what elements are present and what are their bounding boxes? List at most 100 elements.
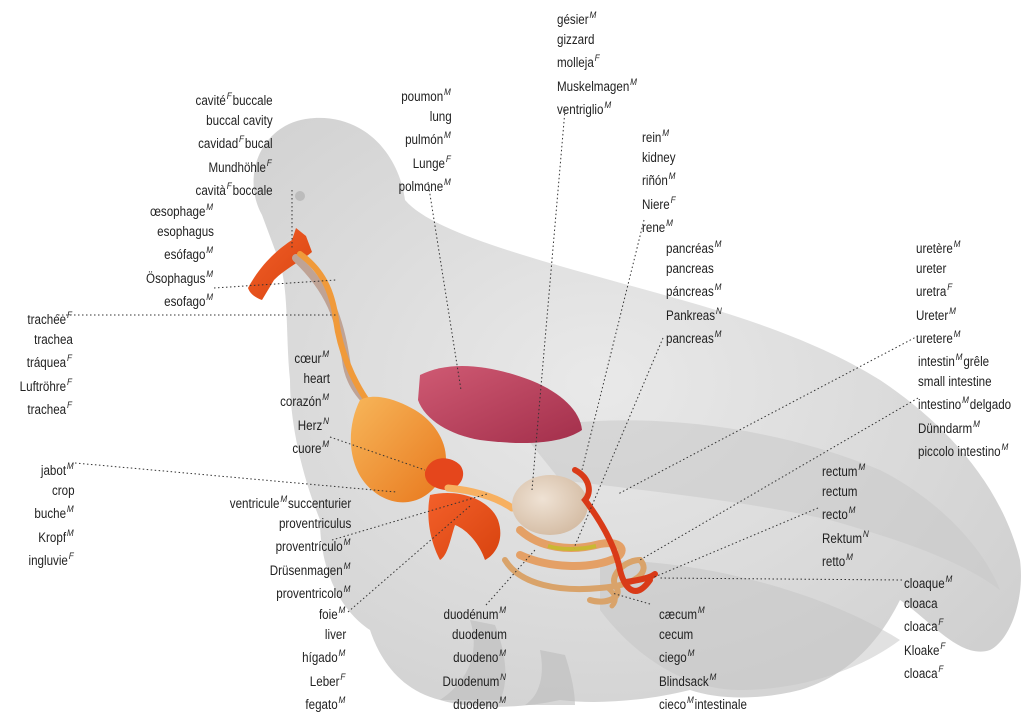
term-word: cloaca	[904, 619, 938, 634]
gender-marker: N	[323, 416, 329, 427]
gender-marker: F	[340, 672, 345, 683]
term-word: lung	[430, 109, 452, 124]
term-word: cloaca	[904, 666, 938, 681]
label-line: liver	[302, 625, 346, 645]
label-line: LungeF	[399, 150, 452, 174]
label-line: polmoneM	[399, 173, 452, 197]
label-line: cloacaF	[904, 660, 953, 684]
label-line: pancréasM	[666, 235, 723, 259]
label-line: duodenoM	[443, 691, 507, 715]
label-line: esofagoM	[146, 288, 214, 312]
term-word: Drüsenmagen	[270, 563, 343, 578]
term-word: esofago	[164, 294, 205, 309]
term-word: Muskelmagen	[557, 79, 629, 94]
term-word: Niere	[642, 197, 670, 212]
label-line: ciecoMintestinale	[659, 691, 747, 715]
label-line: NiereF	[642, 191, 676, 215]
label-line: PankreasN	[666, 302, 723, 326]
term-word: duodénum	[444, 607, 499, 622]
gender-marker: M	[858, 462, 865, 473]
term-word: duodeno	[453, 650, 498, 665]
term-suffix: boccale	[233, 183, 273, 198]
gender-marker: F	[227, 181, 232, 192]
label-line: gésierM	[557, 6, 638, 30]
term-word: molleja	[557, 55, 594, 70]
gender-marker: M	[630, 77, 637, 88]
label-line: KropfM	[29, 524, 75, 548]
term-word: trachée	[28, 312, 67, 327]
label-line: ingluvieF	[29, 547, 75, 571]
gender-marker: M	[962, 395, 969, 406]
term-word: poumon	[402, 89, 444, 104]
term-word: rectum	[822, 464, 857, 479]
gender-marker: F	[67, 377, 72, 388]
term-word: ureter	[916, 261, 946, 276]
label-line: RektumN	[822, 525, 870, 549]
gender-marker: M	[343, 537, 350, 548]
label-line: trachea	[20, 330, 73, 350]
label-line: esophagus	[146, 222, 214, 242]
term-word: Ureter	[916, 308, 948, 323]
term-suffix: buccale	[233, 93, 273, 108]
gender-marker: F	[940, 641, 945, 652]
gender-marker: M	[67, 504, 74, 515]
label-line: reinM	[642, 124, 676, 148]
gender-marker: M	[715, 239, 722, 250]
gender-marker: F	[69, 551, 74, 562]
term-word: corazón	[280, 394, 321, 409]
term-suffix: delgado	[970, 397, 1011, 412]
label-line: hígadoM	[302, 644, 346, 668]
gender-marker: M	[338, 648, 345, 659]
label-line: pancreasM	[666, 325, 723, 349]
label-line: jabotM	[29, 457, 75, 481]
label-line: duodenoM	[443, 644, 507, 668]
term-word: gizzard	[557, 32, 594, 47]
label-line: crop	[29, 481, 75, 501]
term-word: crop	[52, 483, 75, 498]
term-word: small intestine	[918, 374, 992, 389]
label-cloaca: cloaqueMcloacacloacaFKloakeFcloacaF	[904, 570, 953, 684]
term-word: recto	[822, 507, 848, 522]
label-line: fegatoM	[302, 691, 346, 715]
label-line: tráqueaF	[20, 349, 73, 373]
term-word: Duodenum	[443, 674, 500, 689]
label-line: KloakeF	[904, 637, 953, 661]
term-word: Herz	[298, 418, 323, 433]
label-line: rectum	[822, 482, 870, 502]
label-line: DrüsenmagenM	[230, 557, 351, 581]
term-word: cœur	[294, 351, 321, 366]
term-word: hígado	[302, 650, 338, 665]
gender-marker: M	[698, 605, 705, 616]
label-line: pancreas	[666, 259, 723, 279]
gender-marker: M	[444, 87, 451, 98]
label-line: esófagoM	[146, 241, 214, 265]
term-word: duodenum	[452, 627, 507, 642]
label-line: gizzard	[557, 30, 638, 50]
term-word: polmone	[399, 179, 444, 194]
term-word: cavidad	[198, 136, 238, 151]
label-line: rectumM	[822, 458, 870, 482]
gender-marker: M	[499, 605, 506, 616]
label-cecum: cæcumMcecumciegoMBlindsackMciecoMintesti…	[659, 601, 747, 715]
label-line: kidney	[642, 148, 676, 168]
label-line: LeberF	[302, 668, 346, 692]
term-word: kidney	[642, 150, 676, 165]
gender-marker: M	[343, 584, 350, 595]
term-word: cloaque	[904, 576, 945, 591]
term-word: foie	[319, 607, 338, 622]
term-word: Leber	[310, 674, 340, 689]
gender-marker: M	[604, 100, 611, 111]
label-line: trachéeF	[20, 306, 73, 330]
term-word: ventricule	[230, 496, 280, 511]
label-line: heart	[280, 369, 330, 389]
label-line: cavidadFbucal	[196, 130, 273, 154]
label-line: BlindsackM	[659, 668, 747, 692]
gender-marker: M	[206, 202, 213, 213]
label-esophagus: œsophageMesophagusesófagoMÖsophagusMesof…	[146, 198, 214, 312]
label-line: páncreasM	[666, 278, 723, 302]
gender-marker: M	[206, 269, 213, 280]
gender-marker: F	[67, 400, 72, 411]
label-line: MundhöhleF	[196, 154, 273, 178]
